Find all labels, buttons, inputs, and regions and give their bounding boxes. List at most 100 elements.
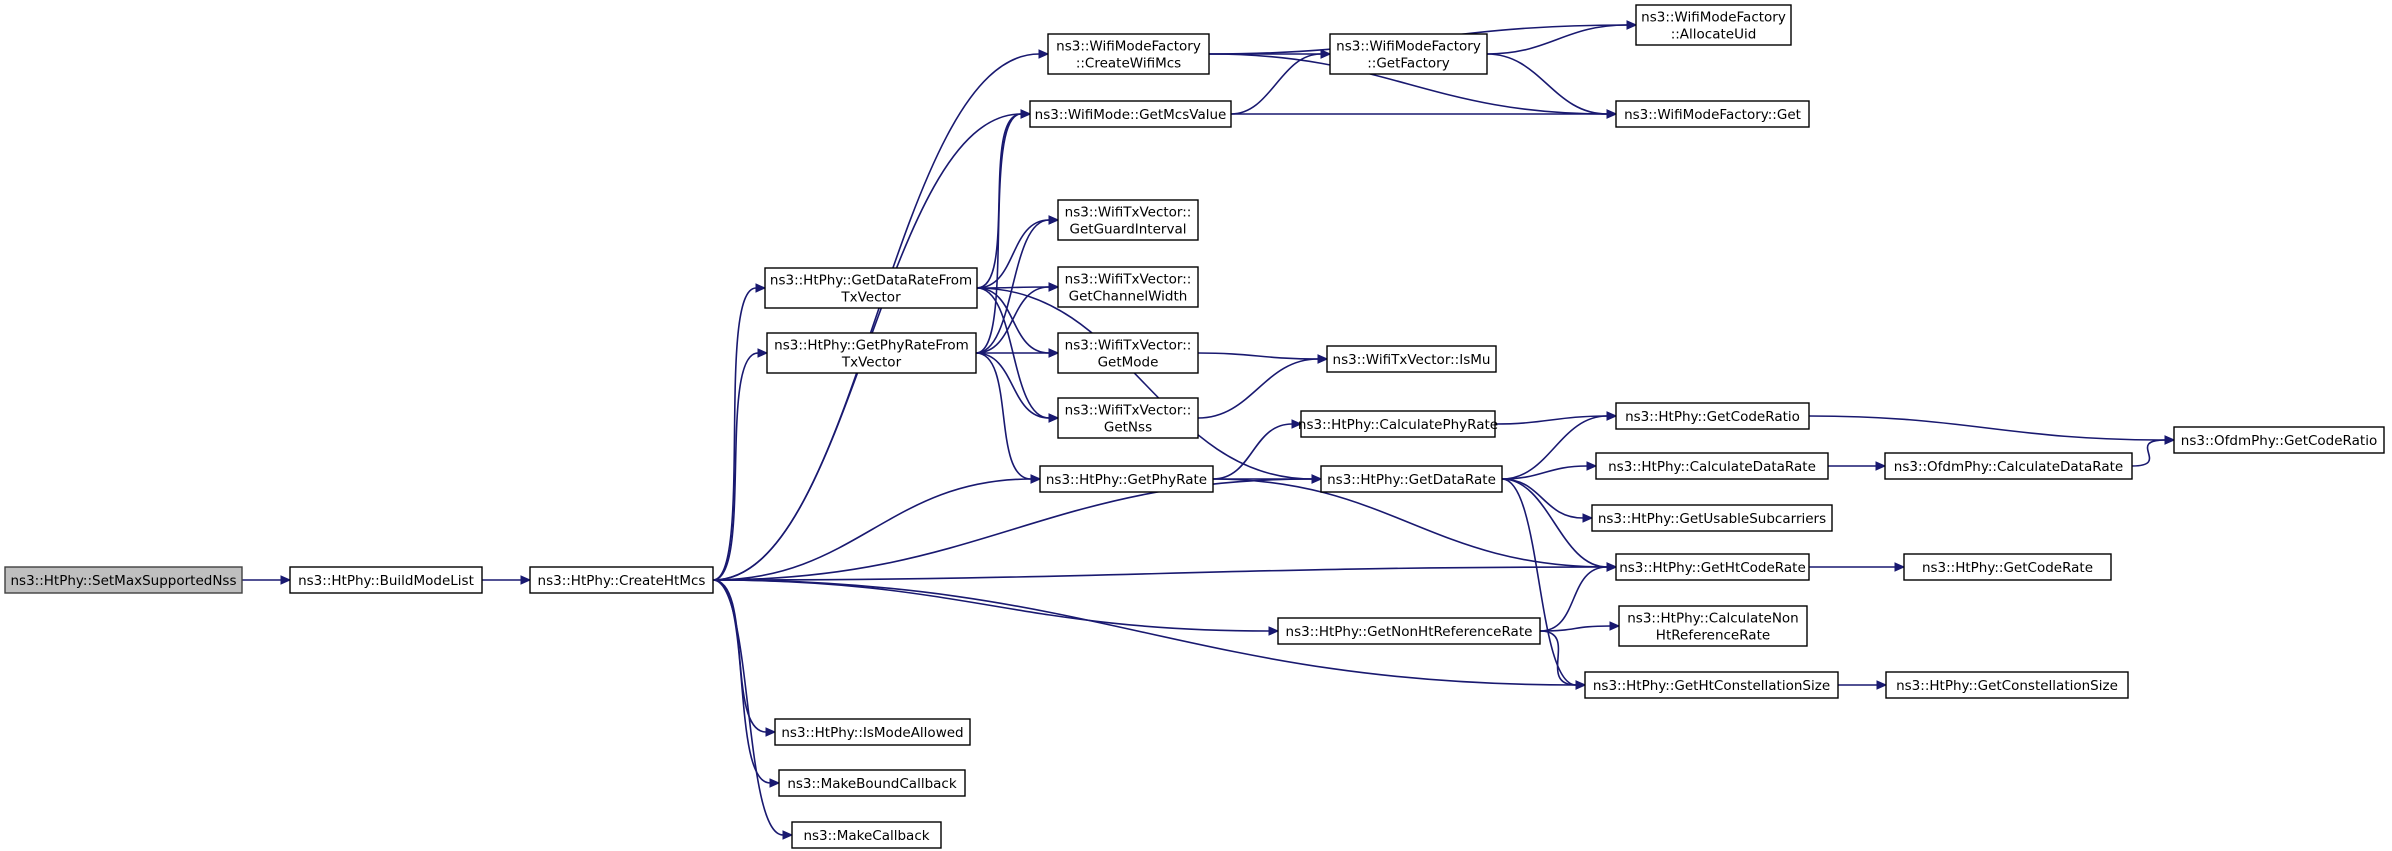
node-n3[interactable]: ns3::WifiModeFactory::CreateWifiMcs (1047, 33, 1210, 75)
node-box (4, 566, 243, 594)
node-label: ns3::HtPhy::GetNonHtReferenceRate (1286, 624, 1533, 640)
node-n6[interactable]: ns3::WifiModeFactory::Get (1615, 100, 1810, 128)
node-label: ns3::HtPhy::SetMaxSupportedNss (10, 573, 236, 589)
node-n13[interactable]: ns3::WifiTxVector::IsMu (1326, 345, 1497, 373)
node-n22[interactable]: ns3::HtPhy::GetUsableSubcarriers (1591, 504, 1833, 532)
node-n25[interactable]: ns3::HtPhy::GetNonHtReferenceRate (1277, 617, 1541, 645)
node-box (791, 821, 942, 849)
arrowhead-n2-to-n30 (769, 778, 781, 788)
edge-n19-to-n20 (1501, 465, 1588, 480)
arrowhead-n7-to-n4 (1320, 49, 1332, 59)
node-box (1057, 397, 1199, 439)
node-n10[interactable]: ns3::WifiTxVector::GetChannelWidth (1057, 266, 1199, 308)
edge-n21-to-n17 (2131, 439, 2166, 467)
node-n20[interactable]: ns3::HtPhy::CalculateDataRate (1595, 452, 1829, 480)
node-box (289, 566, 483, 594)
edge-n19-to-n27 (1501, 478, 1577, 686)
arrowhead-n18-to-n15 (1291, 419, 1303, 429)
node-box (1057, 332, 1199, 374)
node-label: ns3::HtPhy::GetCodeRatio (1625, 409, 1800, 425)
node-box (1326, 345, 1497, 373)
node-n31[interactable]: ns3::MakeCallback (791, 821, 942, 849)
edge-n18-to-n23 (1212, 478, 1608, 568)
arrowhead-n21-to-n17 (2164, 435, 2176, 445)
arrowhead-n14-to-n13 (1317, 354, 1329, 364)
node-box (1618, 605, 1808, 647)
node-label: ns3::WifiTxVector:: (1065, 205, 1192, 221)
node-n28[interactable]: ns3::HtPhy::GetConstellationSize (1885, 671, 2129, 699)
node-box (1595, 452, 1829, 480)
node-box (1615, 402, 1810, 430)
edge-n19-to-n22 (1501, 478, 1584, 519)
node-label: ns3::WifiModeFactory::Get (1624, 107, 1801, 123)
arrowhead-n11-to-n7 (1020, 109, 1032, 119)
node-label: GetGuardInterval (1070, 222, 1187, 238)
node-label: HtReferenceRate (1656, 628, 1770, 644)
arrowhead-n2-to-n11 (757, 348, 769, 358)
node-box (1584, 671, 1839, 699)
node-n19[interactable]: ns3::HtPhy::GetDataRate (1320, 465, 1503, 493)
node-n16[interactable]: ns3::HtPhy::GetCodeRatio (1615, 402, 1810, 430)
node-n17[interactable]: ns3::OfdmPhy::GetCodeRatio (2173, 426, 2385, 454)
node-n4[interactable]: ns3::WifiModeFactory::GetFactory (1329, 33, 1488, 75)
edge-n4-to-n5 (1486, 24, 1628, 55)
node-label: ns3::HtPhy::GetHtCodeRate (1619, 560, 1806, 576)
arrowhead-n11-to-n10 (1048, 282, 1060, 292)
node-n18[interactable]: ns3::HtPhy::GetPhyRate (1039, 465, 1214, 493)
node-label: ns3::WifiTxVector:: (1065, 272, 1192, 288)
edge-n15-to-n16 (1494, 415, 1608, 425)
node-label: ns3::HtPhy::GetConstellationSize (1896, 678, 2118, 694)
edge-n25-to-n27 (1539, 630, 1577, 686)
node-n7[interactable]: ns3::WifiMode::GetMcsValue (1029, 100, 1232, 128)
edge-n19-to-n23 (1501, 478, 1608, 568)
node-label: TxVector (841, 355, 902, 371)
edge-n2-to-n3 (712, 53, 1040, 581)
arrowhead-n23-to-n24 (1894, 562, 1906, 572)
node-n1[interactable]: ns3::HtPhy::BuildModeList (289, 566, 483, 594)
node-n14[interactable]: ns3::WifiTxVector::GetNss (1057, 397, 1199, 439)
node-n24[interactable]: ns3::HtPhy::GetCodeRate (1903, 553, 2112, 581)
node-n0[interactable]: ns3::HtPhy::SetMaxSupportedNss (4, 566, 243, 594)
node-label: ns3::HtPhy::GetDataRate (1327, 472, 1496, 488)
node-n5[interactable]: ns3::WifiModeFactory::AllocateUid (1635, 4, 1792, 46)
node-label: ns3::HtPhy::GetPhyRateFrom (774, 338, 969, 354)
node-label: ns3::HtPhy::CalculateDataRate (1608, 459, 1816, 475)
node-label: ns3::WifiModeFactory (1641, 10, 1786, 26)
edge-n11-to-n18 (975, 352, 1032, 480)
node-label: ns3::WifiTxVector::IsMu (1333, 352, 1491, 368)
arrowhead-n7-to-n6 (1606, 109, 1618, 119)
node-n12[interactable]: ns3::WifiTxVector::GetMode (1057, 332, 1199, 374)
edge-n25-to-n23 (1539, 566, 1608, 632)
node-label: ::CreateWifiMcs (1076, 56, 1181, 72)
node-n21[interactable]: ns3::OfdmPhy::CalculateDataRate (1884, 452, 2133, 480)
node-box (1320, 465, 1503, 493)
edge-n2-to-n11 (712, 352, 759, 581)
node-label: ns3::WifiTxVector:: (1065, 338, 1192, 354)
node-box (766, 332, 977, 374)
arrowhead-n25-to-n27 (1575, 680, 1587, 690)
edge-n11-to-n10 (975, 286, 1050, 354)
node-n29[interactable]: ns3::HtPhy::IsModeAllowed (774, 718, 971, 746)
node-label: GetMode (1098, 355, 1159, 371)
node-n2[interactable]: ns3::HtPhy::CreateHtMcs (529, 566, 714, 594)
node-n9[interactable]: ns3::WifiTxVector::GetGuardInterval (1057, 199, 1199, 241)
node-label: ns3::WifiModeFactory (1336, 39, 1481, 55)
arrowhead-n2-to-n3 (1038, 49, 1050, 59)
node-n30[interactable]: ns3::MakeBoundCallback (778, 769, 966, 797)
node-n15[interactable]: ns3::HtPhy::CalculatePhyRate (1298, 410, 1498, 438)
node-n27[interactable]: ns3::HtPhy::GetHtConstellationSize (1584, 671, 1839, 699)
edge-n2-to-n18 (712, 478, 1032, 581)
node-n23[interactable]: ns3::HtPhy::GetHtCodeRate (1615, 553, 1810, 581)
node-box (1057, 266, 1199, 308)
edge-n2-to-n25 (712, 579, 1270, 632)
edge-n8-to-n9 (976, 219, 1050, 289)
edge-n2-to-n31 (712, 579, 784, 836)
node-label: ns3::OfdmPhy::CalculateDataRate (1894, 459, 2123, 475)
edge-n11-to-n14 (975, 352, 1050, 419)
node-label: ns3::HtPhy::CalculateNon (1627, 611, 1799, 627)
